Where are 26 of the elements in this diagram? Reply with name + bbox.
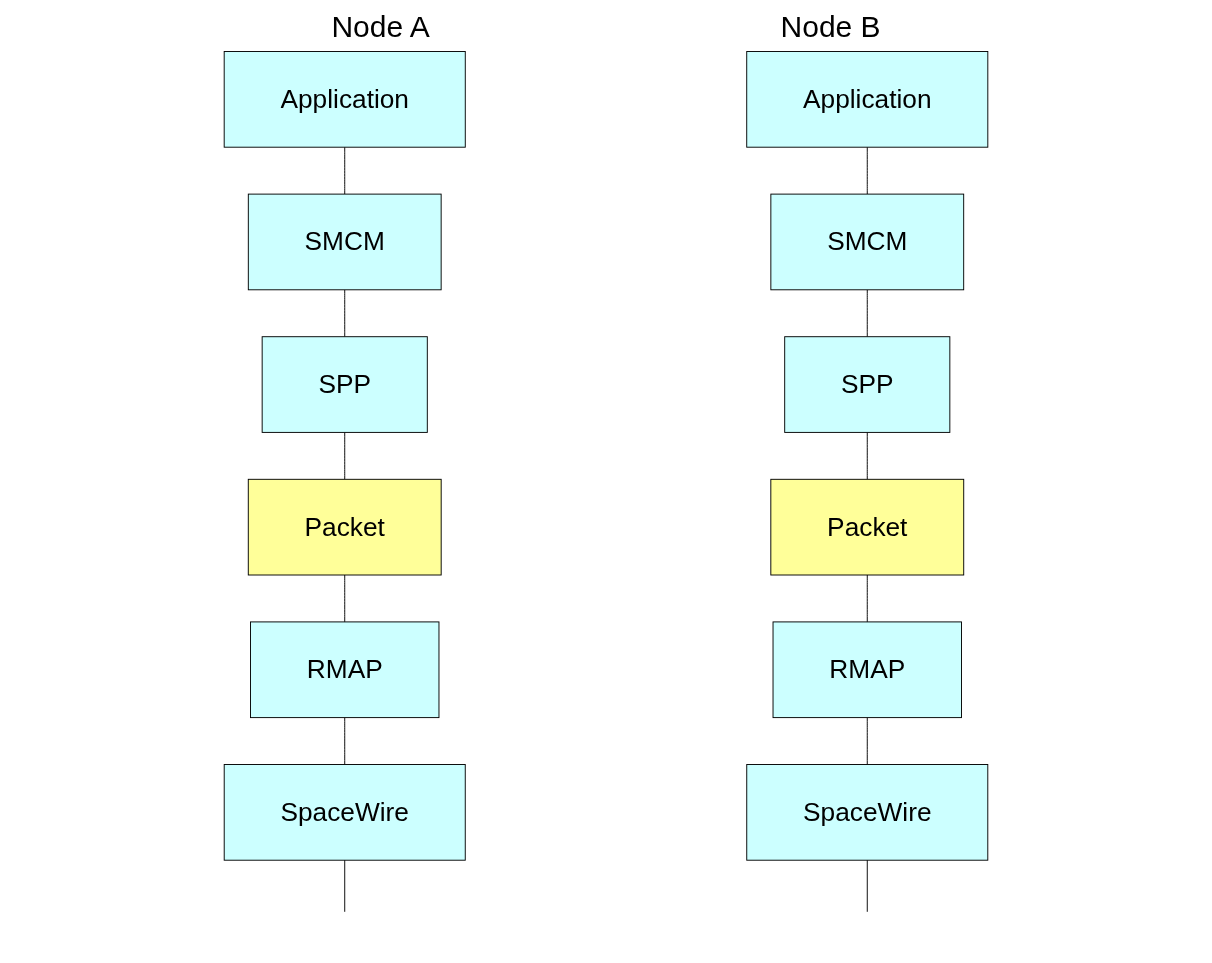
node-box: Packet — [770, 478, 965, 576]
node-box: SPP — [261, 336, 428, 433]
node-box: RMAP — [772, 621, 962, 719]
connector — [344, 574, 346, 623]
connector — [344, 146, 346, 195]
node-box: SPP — [784, 336, 951, 433]
connector — [866, 146, 868, 195]
node-box: Packet — [247, 478, 442, 576]
connector-line — [866, 859, 868, 913]
node-box: RMAP — [250, 621, 440, 719]
node-box: SpaceWire — [746, 764, 989, 861]
node-box: SMCM — [247, 193, 442, 291]
node-box: Application — [746, 51, 989, 148]
stack-heading: Node A — [331, 10, 430, 44]
connector-line — [344, 859, 346, 913]
connector — [866, 717, 868, 765]
node-box: SpaceWire — [223, 764, 466, 861]
connector — [344, 289, 346, 338]
node-box: SMCM — [770, 193, 965, 291]
connector — [344, 431, 346, 480]
connector — [344, 717, 346, 765]
connector — [866, 574, 868, 623]
connector — [866, 289, 868, 338]
connector — [866, 431, 868, 480]
stack-heading: Node B — [780, 10, 881, 44]
node-box: Application — [223, 51, 466, 148]
